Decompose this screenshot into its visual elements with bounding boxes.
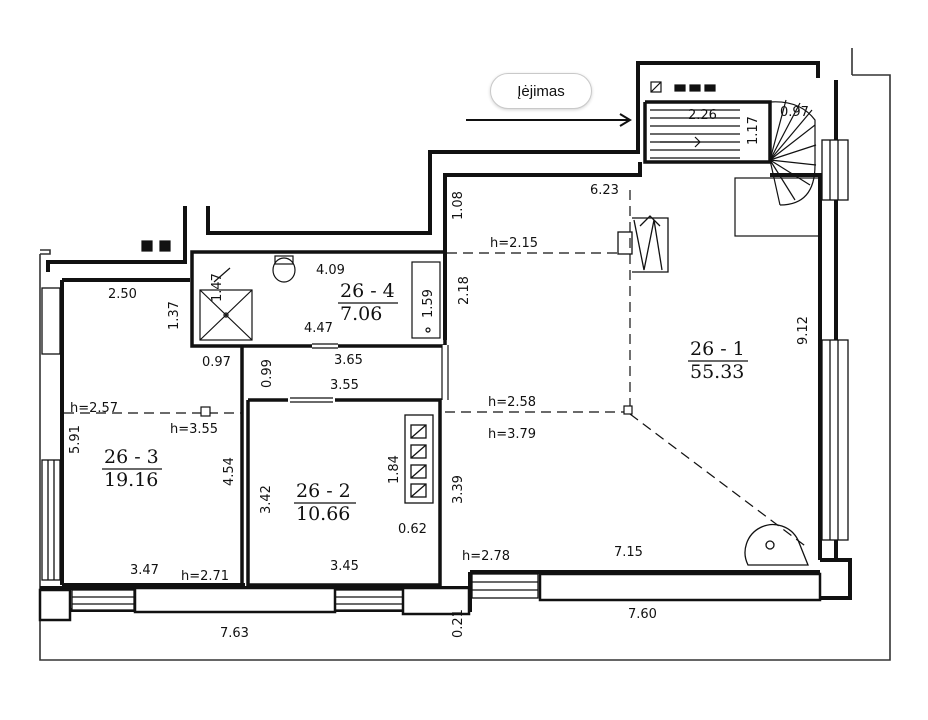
room-26-4-id: 26 - 4: [340, 280, 395, 302]
stove-unit: [404, 414, 434, 504]
windows: [41, 139, 849, 611]
dim-label: 1.08: [451, 191, 466, 220]
dim-label: 3.47: [130, 563, 159, 578]
dim-label: 0.97: [202, 355, 231, 370]
room-26-2-id: 26 - 2: [296, 480, 351, 502]
dim-label: 0.97: [780, 105, 809, 120]
dim-label: 2.50: [108, 287, 137, 302]
room-26-4-area: 7.06: [340, 303, 382, 325]
dim-label: 7.15: [614, 545, 643, 560]
dim-label: 3.55: [330, 378, 359, 393]
spiral-stair: [734, 99, 821, 237]
dim-label: 1.59: [421, 289, 436, 318]
height-label: h=2.78: [462, 549, 510, 564]
dim-label: 1.17: [746, 116, 761, 145]
dim-label: 1.84: [387, 455, 402, 484]
dim-label: 9.12: [796, 316, 811, 345]
dim-label: 7.60: [628, 607, 657, 622]
bathroom-fixtures: [199, 255, 441, 341]
dim-label: 2.18: [457, 276, 472, 305]
doors: [290, 343, 449, 403]
dim-label: 6.23: [590, 183, 619, 198]
dim-label: 4.54: [222, 457, 237, 486]
dim-label: 0.62: [398, 522, 427, 537]
corner-fixture: [744, 523, 809, 566]
dim-label: 3.65: [334, 353, 363, 368]
dim-label: 5.91: [68, 425, 83, 454]
outer-boundary: [39, 48, 891, 661]
pillars: [38, 572, 822, 622]
room-26-1-area: 55.33: [690, 361, 744, 383]
room-26-3-area: 19.16: [104, 469, 158, 491]
room-26-3-id: 26 - 3: [104, 446, 159, 468]
height-marker: [200, 406, 211, 417]
height-label: h=2.71: [181, 569, 229, 584]
ceiling-lines: [64, 190, 809, 549]
entry-arrow: [466, 113, 632, 127]
vent-shafts: [141, 81, 716, 252]
entry-label: Įėjimas: [490, 73, 592, 109]
dim-label: 4.47: [304, 321, 333, 336]
height-label: h=3.79: [488, 427, 536, 442]
dim-label: 0.99: [260, 359, 275, 388]
dim-label: 3.42: [259, 485, 274, 514]
dim-label: 1.47: [210, 273, 225, 302]
stair-flight: [650, 109, 740, 159]
heater-symbol: [617, 215, 669, 273]
dim-label: 2.26: [688, 108, 717, 123]
height-label: h=3.55: [170, 422, 218, 437]
dim-label: 3.45: [330, 559, 359, 574]
dim-label: 0.21: [451, 609, 466, 638]
dim-label: 7.63: [220, 626, 249, 641]
interior-walls: [190, 100, 772, 587]
dim-label: 1.37: [167, 301, 182, 330]
dim-label: 4.09: [316, 263, 345, 278]
height-label: h=2.57: [70, 401, 118, 416]
room-26-1-id: 26 - 1: [690, 338, 745, 360]
dim-label: 3.39: [451, 475, 466, 504]
room-26-2-area: 10.66: [296, 503, 350, 525]
height-label: h=2.58: [488, 395, 536, 410]
height-marker: [623, 405, 633, 415]
height-label: h=2.15: [490, 236, 538, 251]
